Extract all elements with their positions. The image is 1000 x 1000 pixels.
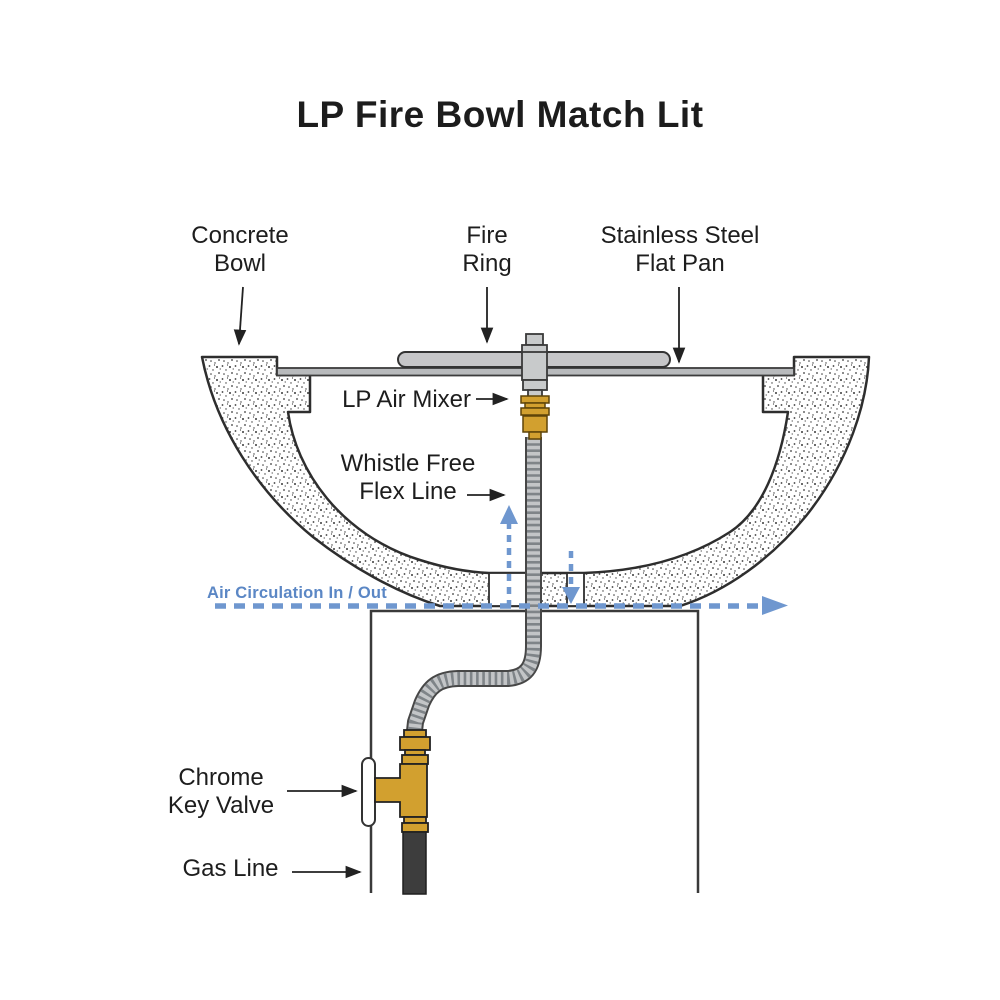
- valve-body: [374, 763, 428, 818]
- label-arrows: [233, 286, 686, 879]
- air-flow-down-arrowhead: [562, 587, 580, 604]
- air-circulation-arrows: [215, 505, 788, 615]
- hub-nut: [522, 379, 548, 391]
- air-flow-right-arrowhead: [762, 596, 788, 615]
- mixer-flange-2: [520, 407, 550, 416]
- air-flow-up-arrowhead: [500, 505, 518, 524]
- mixer-hex-nut: [522, 415, 548, 433]
- mixer-flange-1: [520, 395, 550, 404]
- valve-nut-top: [401, 754, 429, 765]
- gas-line-shape: [402, 831, 427, 895]
- diagram-title: LP Fire Bowl Match Lit: [296, 94, 704, 135]
- label-stainless-steel-flat-pan: Stainless Steel Flat Pan: [600, 222, 760, 278]
- lp-air-mixer-shape: [520, 395, 550, 440]
- valve-collar-top: [403, 729, 427, 738]
- valve-hex-top: [399, 736, 431, 751]
- label-concrete-bowl: Concrete Bowl: [191, 222, 289, 278]
- valve-ring-bottom: [403, 816, 427, 824]
- label-lp-air-mixer: LP Air Mixer: [342, 386, 471, 413]
- label-chrome-key-valve: Chrome Key Valve: [167, 764, 275, 820]
- flex-line-ribs: [408, 437, 540, 732]
- arrow-concrete-bowl: [233, 286, 247, 346]
- valve-nut-bottom: [401, 822, 429, 833]
- valve-escutcheon: [361, 757, 376, 827]
- fire-ring-hub: [521, 333, 548, 398]
- hub-cap: [525, 333, 544, 346]
- mixer-outlet: [528, 431, 542, 440]
- key-valve-shape: [374, 729, 431, 833]
- label-whistle-free-flex-line: Whistle Free Flex Line: [340, 450, 476, 506]
- label-fire-ring: Fire Ring: [462, 222, 512, 278]
- flex-line-shape: [406, 437, 542, 732]
- label-air-circulation: Air Circulation In / Out: [207, 584, 387, 602]
- hub-stem: [521, 351, 548, 381]
- label-gas-line: Gas Line: [182, 855, 279, 882]
